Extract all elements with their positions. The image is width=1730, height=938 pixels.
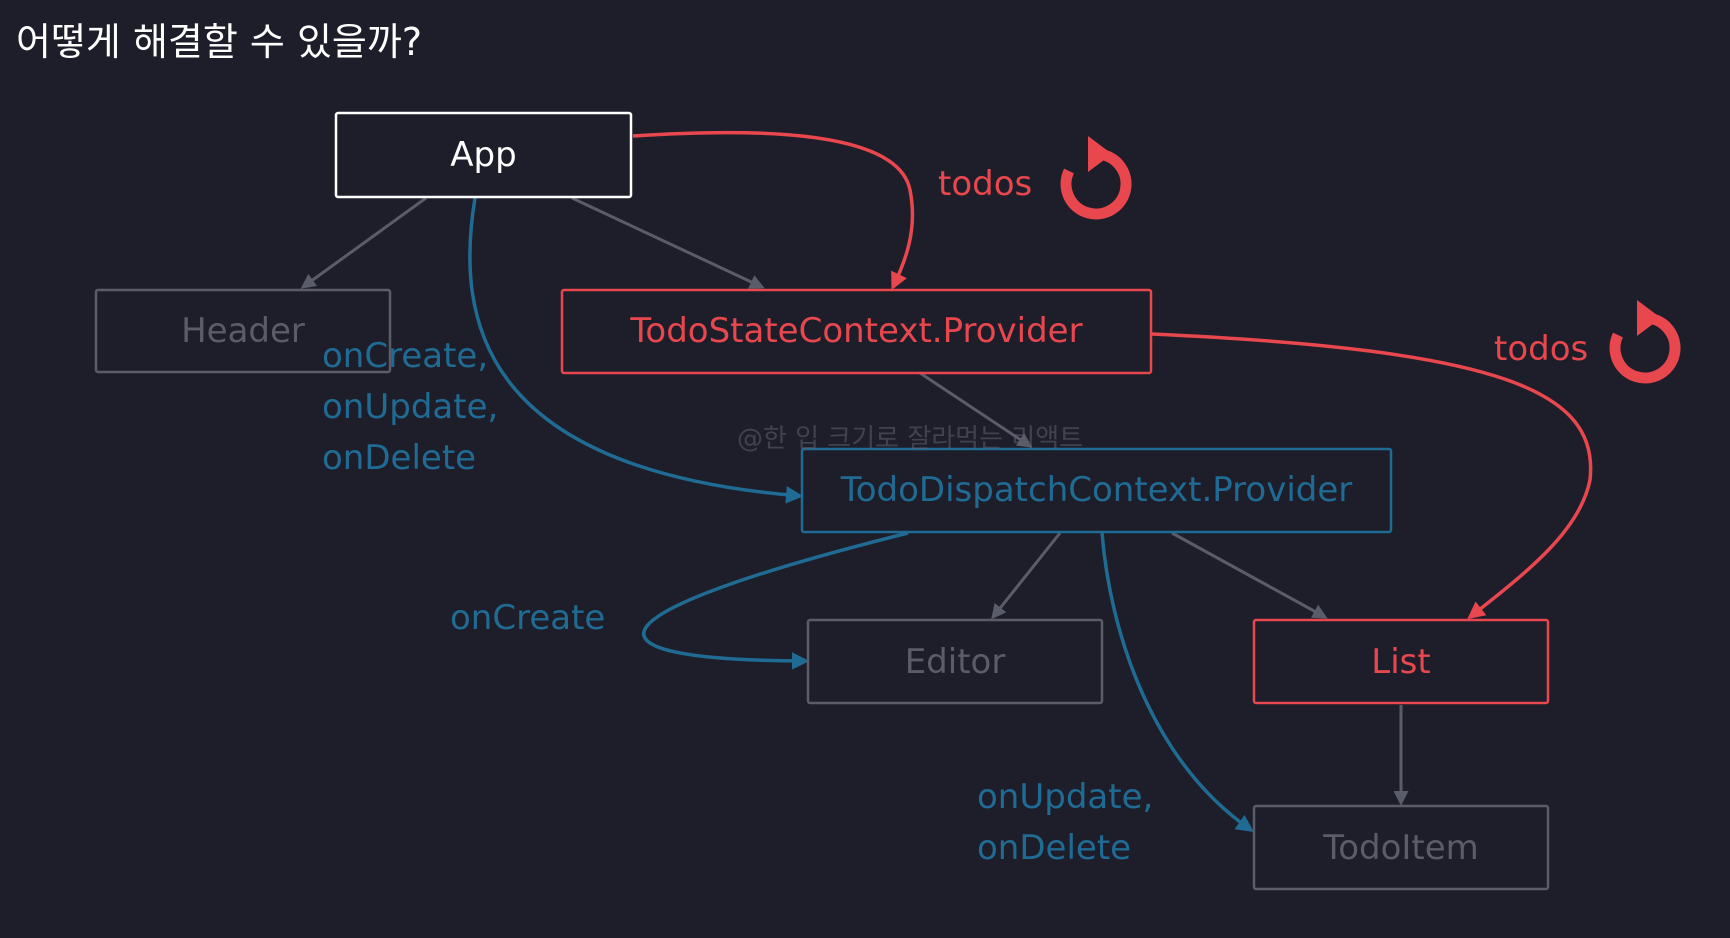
edge-label-todoitem-1: onUpdate, [977, 777, 1153, 817]
edge-app-stateprovider-todos [632, 130, 915, 291]
edge-dispatch-editor [991, 532, 1062, 620]
state-edges [632, 130, 1593, 620]
node-state-provider[interactable]: TodoStateContext.Provider [560, 288, 1153, 375]
edge-label-app-dispatch-3: onDelete [322, 438, 476, 478]
node-dispatch-provider-label: TodoDispatchContext.Provider [840, 470, 1353, 510]
node-dispatch-provider[interactable]: TodoDispatchContext.Provider [800, 447, 1393, 534]
node-state-provider-label: TodoStateContext.Provider [629, 311, 1082, 351]
edge-label-todos-state: todos [938, 164, 1032, 204]
node-header[interactable]: Header [94, 288, 392, 374]
edge-label-todoitem-2: onDelete [977, 828, 1131, 868]
edge-label-app-dispatch-2: onUpdate, [322, 387, 498, 427]
edge-app-stateprovider [571, 196, 765, 289]
edge-dispatch-list [1171, 531, 1328, 619]
edge-stateprovider-list-todos [1151, 332, 1593, 620]
edge-label-app-dispatch-1: onCreate, [322, 336, 488, 376]
node-todoitem[interactable]: TodoItem [1252, 804, 1550, 891]
edge-dispatch-todoitem [1100, 532, 1254, 832]
rerender-icon [1609, 300, 1681, 384]
node-list-label: List [1371, 642, 1430, 682]
node-todoitem-label: TodoItem [1322, 828, 1479, 868]
edge-dispatch-editor-oncreate [642, 531, 909, 670]
gray-edges [300, 196, 1409, 806]
node-list[interactable]: List [1252, 618, 1550, 705]
watermark: @한 입 크기로 잘라먹는 리액트 [737, 424, 1083, 454]
node-header-label: Header [181, 311, 305, 351]
node-app[interactable]: App [334, 111, 633, 199]
rerender-icon [1060, 136, 1132, 220]
node-editor-label: Editor [905, 642, 1006, 682]
page-title: 어떻게 해결할 수 있을까? [16, 20, 422, 64]
edge-app-header [300, 196, 427, 289]
edge-stateprovider-dispatchprovider [919, 371, 1033, 448]
edge-app-dispatchprovider [468, 197, 804, 504]
edge-label-editor: onCreate [450, 598, 605, 638]
node-app-label: App [450, 135, 516, 175]
edge-label-todos-list: todos [1494, 329, 1588, 369]
dispatch-edges [468, 197, 1254, 832]
node-editor[interactable]: Editor [806, 618, 1104, 705]
